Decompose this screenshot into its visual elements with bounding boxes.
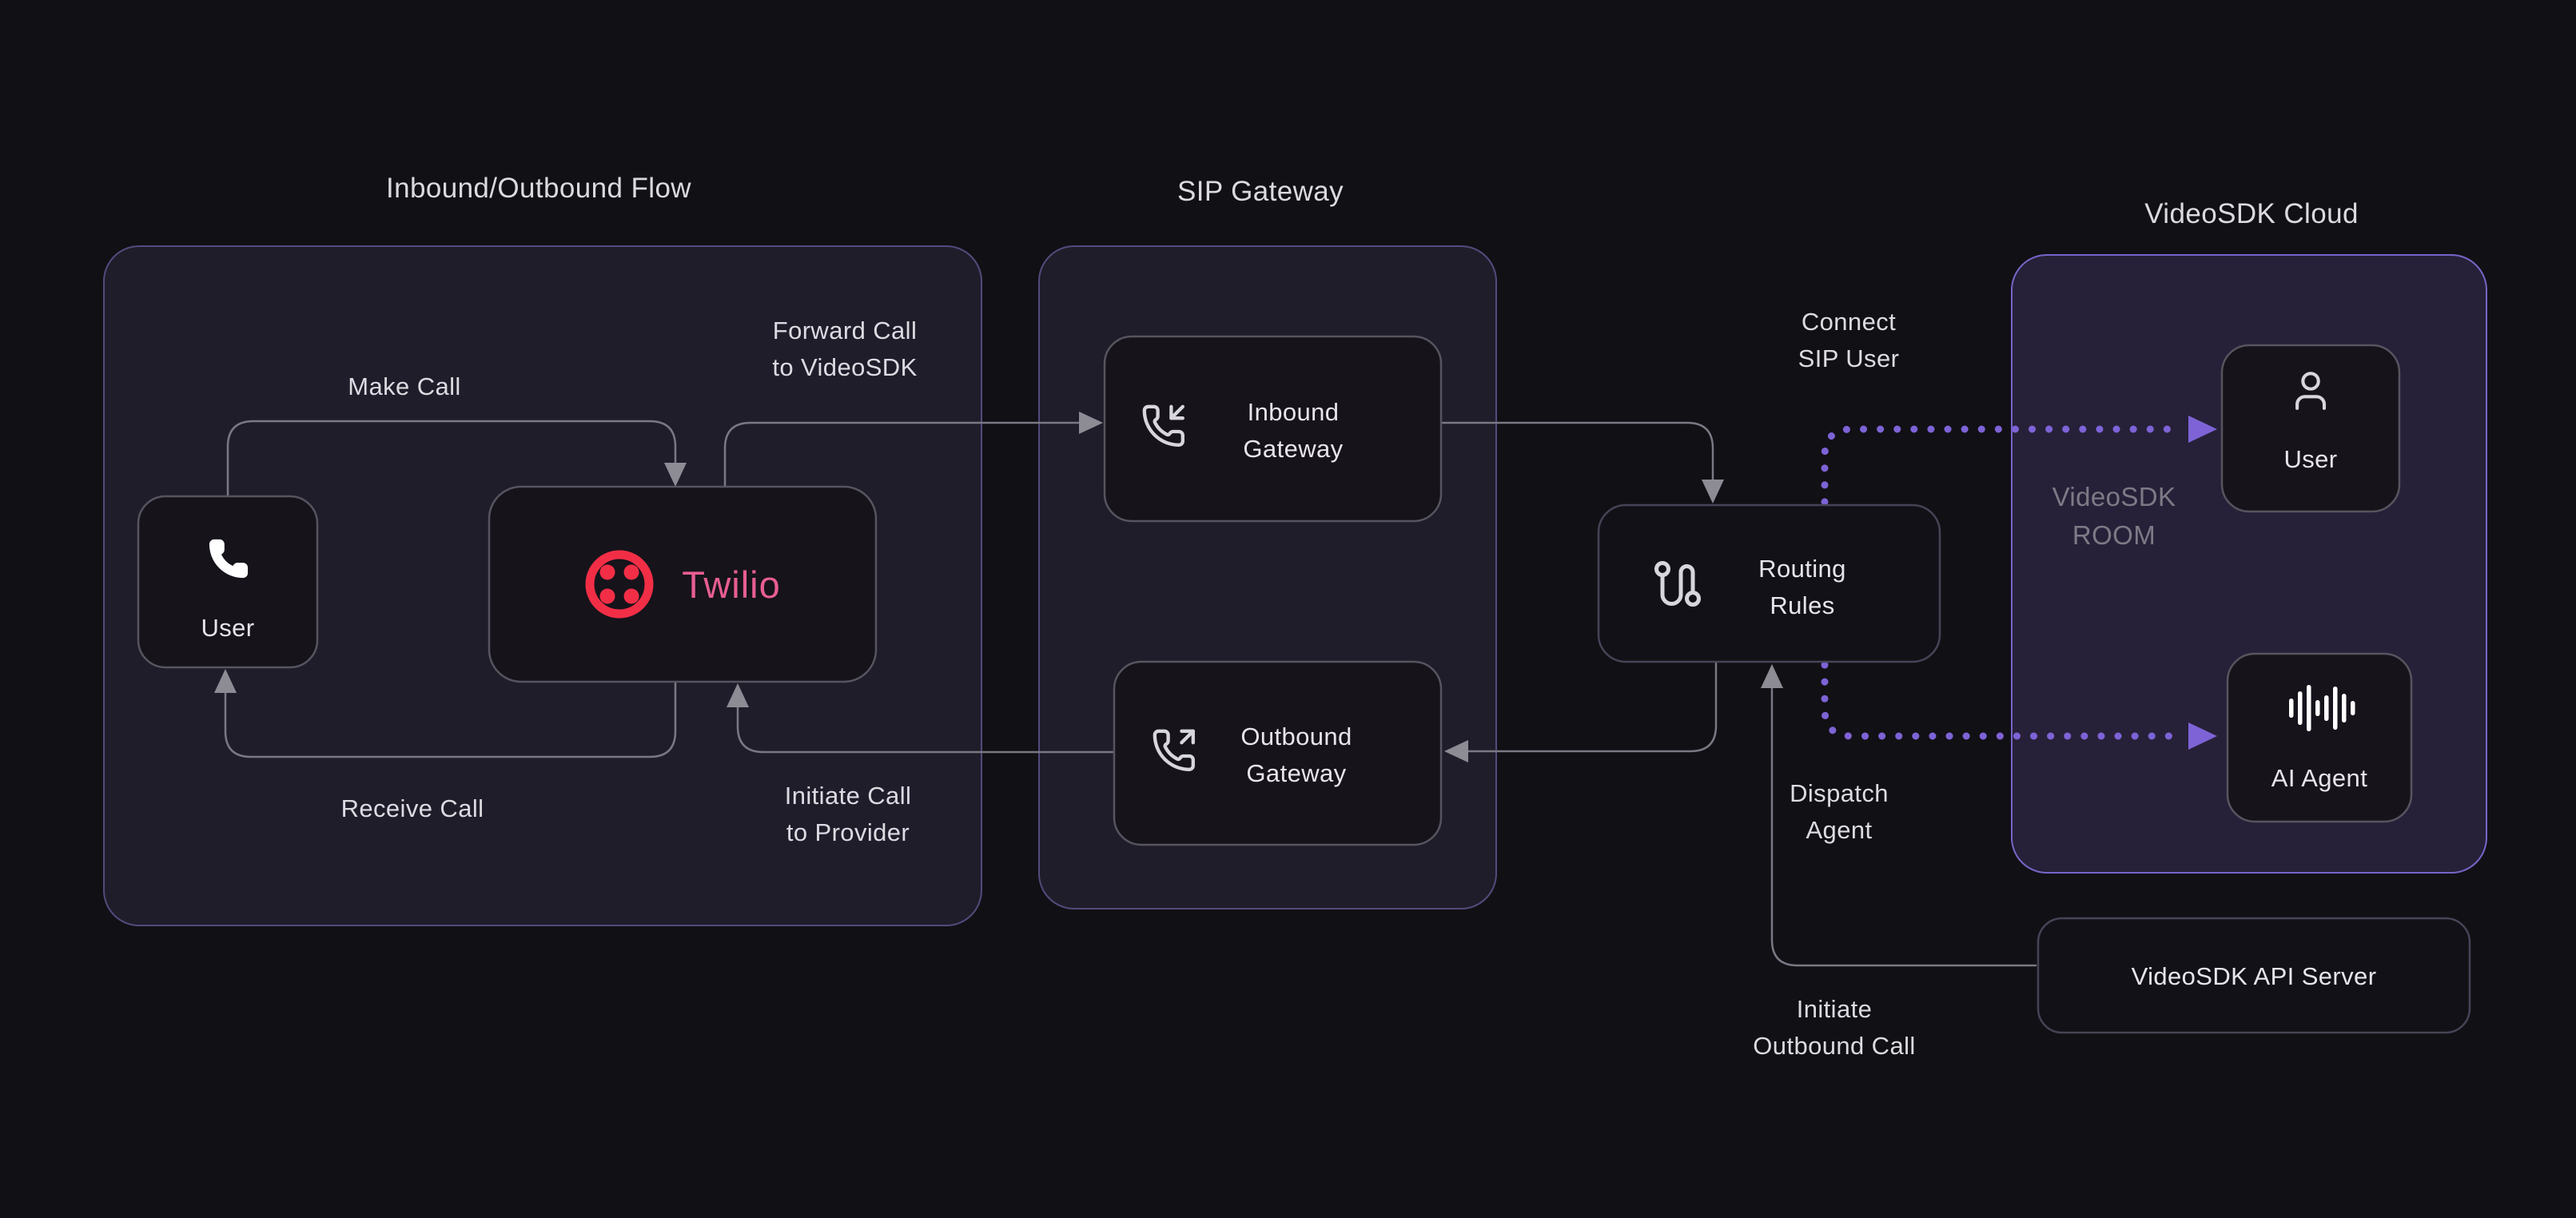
flow-section-title: Inbound/Outbound Flow <box>386 173 691 204</box>
arrow-up-icon <box>727 683 749 707</box>
node-ai-agent: AI Agent <box>2226 652 2413 823</box>
inbound-gateway-label-line1: Inbound <box>1248 398 1340 426</box>
edge-initiate-call-provider <box>727 683 1114 754</box>
make-call-label: Make Call <box>348 372 460 400</box>
forward-call-label-line1: Forward Call <box>773 316 918 344</box>
outbound-gateway-label-line2: Gateway <box>1246 759 1346 787</box>
edge-api-to-routing <box>1761 664 2037 967</box>
edge-receive-call <box>214 669 677 758</box>
initiate-outbound-label-line1: Initiate <box>1797 995 1873 1023</box>
edge-routing-to-outbound <box>1444 662 1718 762</box>
caller-user-label: User <box>201 614 254 642</box>
outbound-gateway-label-line1: Outbound <box>1240 722 1352 750</box>
arrow-right-icon <box>2188 416 2217 443</box>
route-icon <box>1654 561 1701 607</box>
edge-make-call <box>226 420 687 496</box>
videosdk-room-label-line2: ROOM <box>2072 520 2156 550</box>
forward-call-label-line2: to VideoSDK <box>772 353 917 381</box>
node-routing-rules: Routing Rules <box>1597 504 1941 663</box>
arrow-right-icon <box>2188 722 2217 750</box>
receive-call-label: Receive Call <box>341 794 484 822</box>
dispatch-agent-label-line1: Dispatch <box>1790 779 1889 807</box>
connect-sip-user-label-line2: SIP User <box>1798 344 1900 372</box>
arrow-down-icon <box>664 463 687 487</box>
arrow-up-icon <box>1761 664 1783 688</box>
twilio-label: Twilio <box>682 563 781 606</box>
phone-incoming-icon <box>1142 404 1184 447</box>
node-cloud-user: User <box>2220 344 2401 513</box>
edge-connect-sip-user <box>1821 416 2217 506</box>
routing-rules-label-line2: Rules <box>1770 591 1834 619</box>
node-outbound-gateway: Outbound Gateway <box>1113 660 1443 846</box>
dispatch-agent-label-line2: Agent <box>1806 816 1872 844</box>
edge-inbound-to-routing <box>1441 421 1724 504</box>
connect-sip-user-label-line1: Connect <box>1802 308 1896 336</box>
arrow-down-icon <box>1702 480 1724 504</box>
arrow-left-icon <box>1444 740 1468 762</box>
cloud-user-label: User <box>2283 445 2337 473</box>
twilio-logo-icon <box>585 550 654 619</box>
node-caller-user: User <box>137 495 319 669</box>
node-twilio: Twilio <box>488 485 878 683</box>
edge-forward-call <box>723 412 1103 487</box>
initiate-call-label-line2: to Provider <box>786 818 910 846</box>
ai-agent-label: AI Agent <box>2271 764 2367 792</box>
waveform-icon <box>2289 685 2355 731</box>
node-api-server: VideoSDK API Server <box>2037 917 2471 1034</box>
cloud-section-title: VideoSDK Cloud <box>2144 198 2359 229</box>
arrow-right-icon <box>1079 412 1103 434</box>
videosdk-room-label-line1: VideoSDK <box>2052 482 2176 511</box>
person-icon <box>2295 372 2327 410</box>
initiate-outbound-label-line2: Outbound Call <box>1753 1032 1915 1060</box>
edge-dispatch-agent <box>1821 661 2217 750</box>
sip-section-title: SIP Gateway <box>1177 176 1344 207</box>
api-server-label: VideoSDK API Server <box>2132 962 2377 990</box>
node-inbound-gateway: Inbound Gateway <box>1103 335 1443 523</box>
inbound-gateway-label-line2: Gateway <box>1243 435 1343 463</box>
initiate-call-label-line1: Initiate Call <box>785 782 912 810</box>
routing-rules-label-line1: Routing <box>1758 555 1846 583</box>
phone-icon <box>209 539 249 579</box>
phone-outgoing-icon <box>1153 729 1195 771</box>
arrow-up-icon <box>214 669 237 693</box>
